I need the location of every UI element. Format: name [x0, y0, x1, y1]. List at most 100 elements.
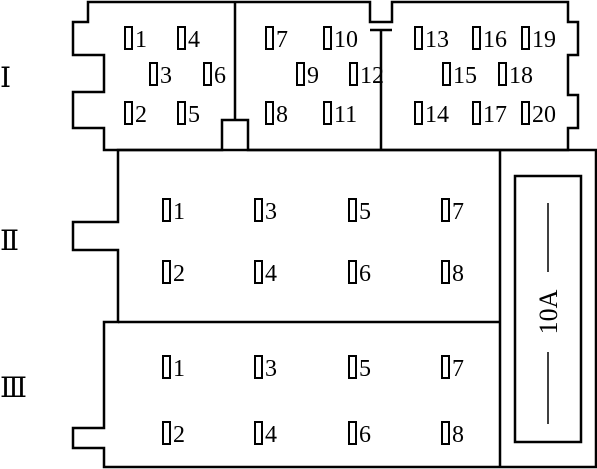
- pin-marker: [323, 26, 332, 50]
- pin-number: 8: [452, 261, 464, 287]
- section-1-pin-1: 1: [124, 26, 147, 53]
- pin-marker: [265, 101, 274, 125]
- pin-number: 18: [509, 63, 533, 89]
- pin-number: 8: [452, 422, 464, 448]
- section-1-pin-2: 2: [124, 101, 147, 128]
- pin-number: 1: [173, 199, 185, 225]
- section-1-pin-7: 7: [265, 26, 288, 53]
- section-3-pin-4: 4: [254, 421, 277, 448]
- pin-number: 11: [334, 102, 357, 128]
- pin-marker: [349, 62, 358, 86]
- pin-marker: [265, 26, 274, 50]
- pin-marker: [442, 62, 451, 86]
- pin-number: 6: [359, 422, 371, 448]
- pin-number: 16: [483, 27, 507, 53]
- pin-number: 4: [188, 27, 200, 53]
- pin-number: 5: [359, 199, 371, 225]
- pin-number: 13: [425, 27, 449, 53]
- section-1-pin-5: 5: [177, 101, 200, 128]
- pin-marker: [149, 62, 158, 86]
- section-1-label: Ⅰ: [0, 63, 11, 94]
- pin-marker: [162, 260, 171, 284]
- pin-number: 2: [173, 422, 185, 448]
- pin-number: 19: [532, 27, 556, 53]
- section-1-pin-9: 9: [296, 62, 319, 89]
- section-1-pin-17: 17: [472, 101, 507, 128]
- pin-number: 17: [483, 102, 507, 128]
- pin-marker: [348, 355, 357, 379]
- section-3-pin-7: 7: [441, 355, 464, 382]
- pin-marker: [254, 421, 263, 445]
- pin-marker: [414, 26, 423, 50]
- pin-number: 9: [307, 63, 319, 89]
- section-1-pin-13: 13: [414, 26, 449, 53]
- pin-marker: [177, 26, 186, 50]
- section-1-pin-15: 15: [442, 62, 477, 89]
- pin-marker: [498, 62, 507, 86]
- pin-marker: [521, 101, 530, 125]
- pin-marker: [348, 198, 357, 222]
- pin-number: 12: [360, 63, 384, 89]
- pin-marker: [254, 355, 263, 379]
- pin-marker: [414, 101, 423, 125]
- pin-marker: [124, 26, 133, 50]
- pin-marker: [254, 198, 263, 222]
- section-3-pin-5: 5: [348, 355, 371, 382]
- fuse-box: [513, 174, 583, 444]
- section-1-pin-4: 4: [177, 26, 200, 53]
- pin-marker: [162, 198, 171, 222]
- pin-marker: [441, 260, 450, 284]
- pin-number: 3: [265, 199, 277, 225]
- section-3-pin-8: 8: [441, 421, 464, 448]
- pin-number: 7: [276, 27, 288, 53]
- pin-marker: [323, 101, 332, 125]
- section-1-pin-12: 12: [349, 62, 384, 89]
- section-1-pin-19: 19: [521, 26, 556, 53]
- section-2-pin-3: 3: [254, 198, 277, 225]
- pin-marker: [348, 421, 357, 445]
- section-1-pin-11: 11: [323, 101, 357, 128]
- pin-number: 6: [214, 63, 226, 89]
- section-2-pin-8: 8: [441, 260, 464, 287]
- section-2-pin-5: 5: [348, 198, 371, 225]
- pin-marker: [254, 260, 263, 284]
- section-2-label: Ⅱ: [0, 226, 19, 257]
- section-1-pin-10: 10: [323, 26, 358, 53]
- pin-marker: [472, 26, 481, 50]
- pin-number: 6: [359, 261, 371, 287]
- pin-number: 2: [173, 261, 185, 287]
- section-1-pin-8: 8: [265, 101, 288, 128]
- pin-marker: [348, 260, 357, 284]
- section-1-pin-20: 20: [521, 101, 556, 128]
- section-3-label: Ⅲ: [0, 373, 27, 404]
- section-1-pin-6: 6: [203, 62, 226, 89]
- fuse-label: 10A: [534, 289, 563, 334]
- pin-number: 7: [452, 199, 464, 225]
- section-1-pin-18: 18: [498, 62, 533, 89]
- pin-marker: [441, 421, 450, 445]
- section-2-pin-4: 4: [254, 260, 277, 287]
- pin-marker: [296, 62, 305, 86]
- pin-number: 8: [276, 102, 288, 128]
- pin-number: 15: [453, 63, 477, 89]
- section-3-pin-6: 6: [348, 421, 371, 448]
- pin-number: 5: [188, 102, 200, 128]
- pin-number: 1: [135, 27, 147, 53]
- pin-number: 14: [425, 102, 449, 128]
- pin-number: 4: [265, 422, 277, 448]
- pin-marker: [162, 355, 171, 379]
- pins-layer: 1234567891011121314151617181920123456781…: [124, 26, 556, 448]
- pin-marker: [124, 101, 133, 125]
- section-1-pin-3: 3: [149, 62, 172, 89]
- pin-number: 3: [265, 356, 277, 382]
- pin-number: 4: [265, 261, 277, 287]
- section-2-3-outline: [71, 148, 597, 469]
- pin-number: 5: [359, 356, 371, 382]
- pin-marker: [441, 198, 450, 222]
- section-3-pin-3: 3: [254, 355, 277, 382]
- pin-marker: [177, 101, 186, 125]
- pin-number: 10: [334, 27, 358, 53]
- pin-number: 20: [532, 102, 556, 128]
- section-2-pin-2: 2: [162, 260, 185, 287]
